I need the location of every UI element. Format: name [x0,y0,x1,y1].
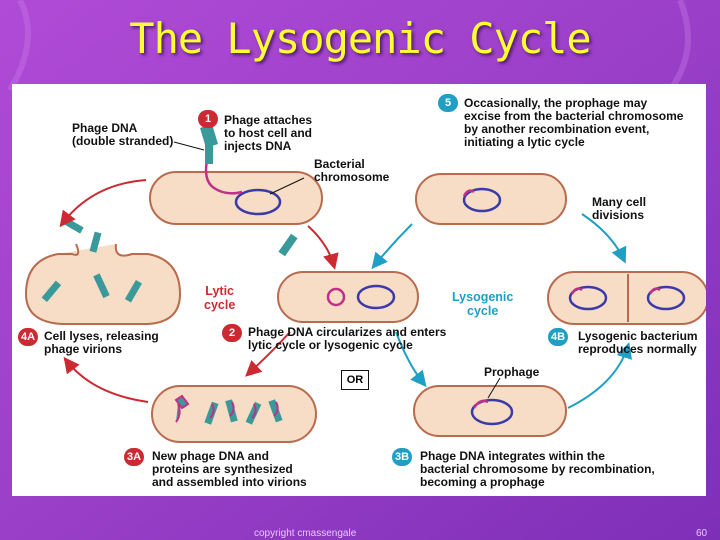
cell-step-4b [547,271,706,325]
step-5-text: Occasionally, the prophage may excise fr… [464,96,684,149]
cell-step-3b [413,385,567,437]
lysogenic-cycle-diagram: Phage DNA (double stranded) Bacterial ch… [12,84,706,496]
slide-title: The Lysogenic Cycle [129,14,591,63]
cell-step-1 [149,124,323,225]
step-3b-text: Phage DNA integrates within the bacteria… [420,449,655,489]
step-3a-badge: 3A [124,448,144,466]
step-4b-text: Lysogenic bacterium reproduces normally [578,329,698,356]
label-many-cell-divisions: Many cell divisions [592,195,647,222]
leader-bacterial-chromosome [269,177,305,195]
arrow-step1-to-step2 [307,225,339,270]
arrow-step3b-to-step4b [567,342,633,409]
leader-phage-dna [173,141,205,151]
cell-step-4a-lysed [24,217,298,325]
cell-step-5 [415,173,567,225]
arrow-lytic-top [59,179,147,228]
cell-step-2 [277,271,419,323]
footer-copyright: copyright cmassengale [254,528,357,539]
step-1-badge: 1 [198,110,218,128]
label-lysogenic-cycle: Lysogenic cycle [452,290,514,318]
label-prophage: Prophage [484,365,540,379]
step-2-text: Phage DNA circularizes and enters lytic … [248,325,447,352]
diagram-art [24,124,706,443]
step-4a-badge: 4A [18,328,38,346]
arrow-step5-to-divisions [581,213,627,264]
step-4b-badge: 4B [548,328,568,346]
step-1-text: Phage attaches to host cell and injects … [224,113,313,153]
or-box: OR [341,370,369,390]
cell-step-3a [151,385,317,443]
step-4a-text: Cell lyses, releasing phage virions [44,329,159,356]
step-5-badge: 5 [438,94,458,112]
arrow-step2-to-step3b [395,331,427,388]
step-3a-text: New phage DNA and proteins are synthesiz… [152,449,307,489]
label-bacterial-chromosome: Bacterial chromosome [314,157,390,184]
page-number: 60 [696,528,708,539]
label-phage-dna: Phage DNA (double stranded) [72,121,174,148]
step-3b-badge: 3B [392,448,412,466]
step-2-badge: 2 [222,324,242,342]
label-lytic-cycle: Lytic cycle [204,284,236,312]
arrow-step2-to-step3a [245,331,291,377]
leader-prophage [487,377,501,399]
arrow-step3a-to-step4a [63,356,149,403]
arrow-step5-to-step2 [371,223,413,270]
